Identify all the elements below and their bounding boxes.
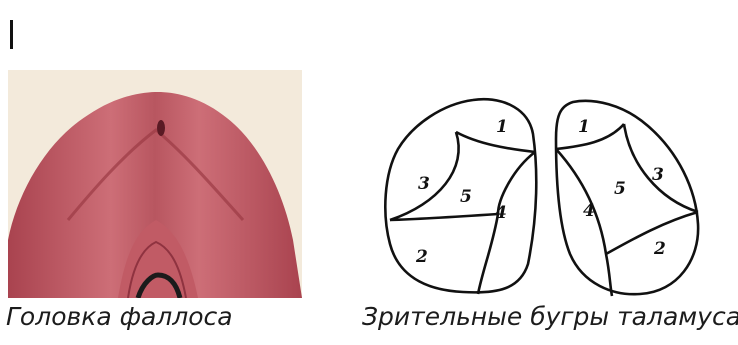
region-label: 2 bbox=[415, 247, 428, 267]
region-label: 3 bbox=[652, 165, 664, 185]
region-label: 5 bbox=[460, 187, 472, 207]
region-label: 4 bbox=[583, 201, 595, 221]
region-label: 5 bbox=[614, 179, 626, 199]
region-label: 3 bbox=[418, 174, 430, 194]
text-cursor-mark bbox=[10, 20, 13, 49]
region-label: 1 bbox=[496, 117, 508, 137]
anatomy-photo bbox=[8, 70, 302, 298]
thalamus-diagram: 1 3 5 4 2 1 5 3 4 2 bbox=[378, 94, 714, 300]
glans-caption: Головка фаллоса bbox=[6, 304, 233, 329]
region-label: 4 bbox=[495, 203, 507, 223]
region-label: 2 bbox=[653, 239, 666, 259]
region-label: 1 bbox=[578, 117, 590, 137]
thalamus-caption: Зрительные бугры таламуса bbox=[362, 304, 738, 329]
